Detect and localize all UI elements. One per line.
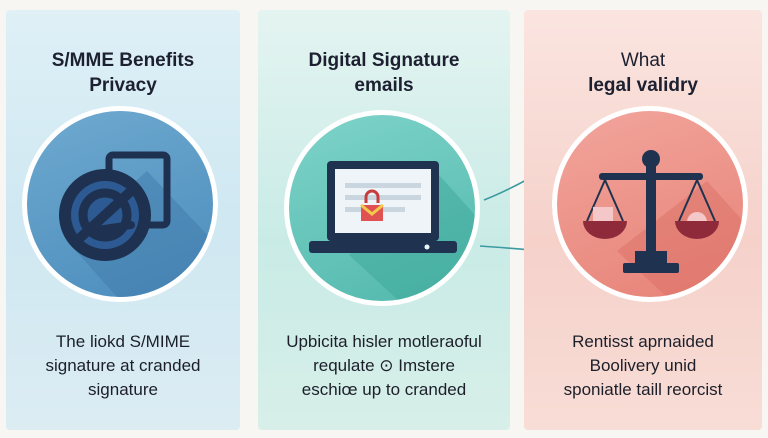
privacy-icon-circle: [22, 106, 218, 302]
laptop-email-lock-icon: [309, 161, 475, 301]
body-line: signature at cranded: [45, 356, 201, 375]
title-line: S/MME Benefits: [51, 50, 195, 71]
body-line: eschiœ up to cranded: [301, 380, 467, 399]
panel-legal-validity-body: Rentisst aprnaided Boolivery unid sponia…: [524, 330, 762, 402]
body-line: Rentisst aprnaided: [572, 332, 714, 351]
legal-validity-icon-circle: [552, 106, 748, 302]
panel-digital-signature-body: Upbicita hisler motleraoful requlate ⊙ I…: [258, 330, 510, 402]
body-line: signature: [88, 380, 158, 399]
panel-privacy-body: The liokd S/MIME signature at cranded si…: [6, 330, 240, 402]
body-line: Boolivery unid: [589, 356, 697, 375]
title-line: emails: [354, 75, 414, 96]
title-line: Privacy: [89, 75, 157, 96]
lock-shield-icon: [59, 151, 213, 297]
panel-privacy-title: S/MME Benefits Privacy: [6, 48, 240, 98]
body-line: requlate ⊙ Imstere: [313, 356, 455, 375]
panel-digital-signature-title: Digital Signature emails: [258, 48, 510, 98]
scales-of-justice-icon: [583, 150, 743, 297]
panel-legal-validity-title: What legal validry: [524, 48, 762, 98]
title-line: What: [620, 50, 666, 71]
title-line: legal validry: [588, 75, 698, 96]
body-line: The liokd S/MIME: [55, 332, 191, 351]
title-line: Digital Signature: [308, 50, 460, 71]
digital-signature-icon-circle: [284, 110, 480, 306]
body-line: Upbicita hisler motleraoful: [286, 332, 482, 351]
body-line: sponiatle taill reorcist: [563, 380, 723, 399]
